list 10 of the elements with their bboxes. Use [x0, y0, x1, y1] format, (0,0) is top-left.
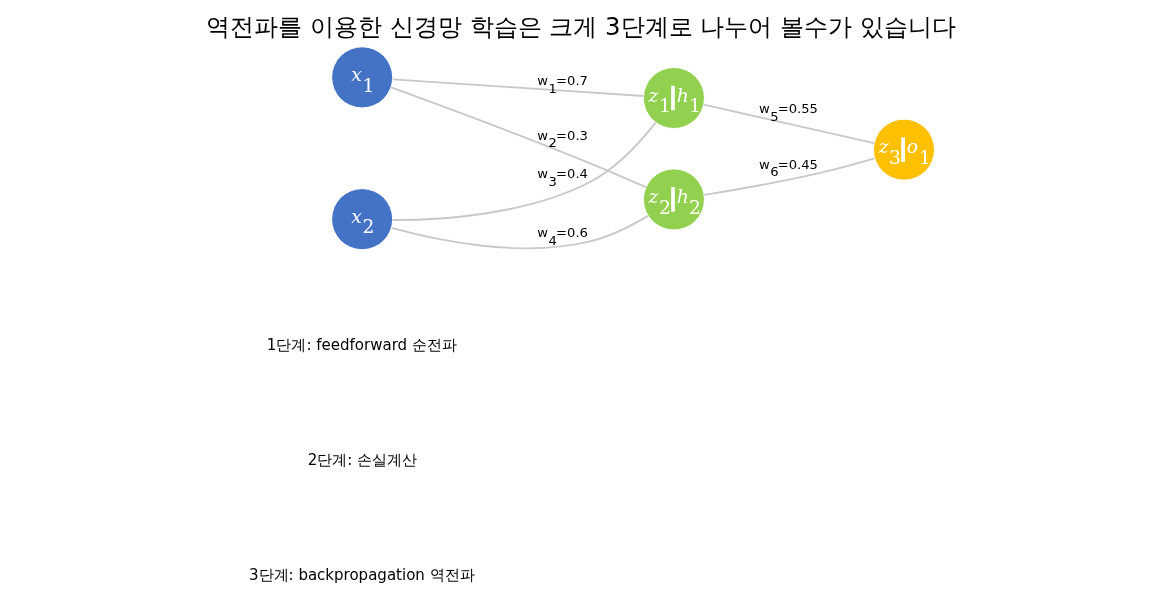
connector [391, 121, 657, 221]
label: 3단계: backpropagation 역전파 [248, 565, 475, 584]
connector [390, 214, 649, 250]
label: 2단계: 손실계산 [307, 451, 417, 470]
connector [391, 78, 644, 97]
connector [702, 103, 875, 145]
connector [702, 157, 875, 196]
diagram-title: 역전파를 이용한 신경망 학습은 크게 3단계로 나누어 볼수가 있습니다 [205, 12, 956, 42]
label: 1단계: feedforward 순전파 [266, 336, 457, 355]
connector [389, 86, 647, 189]
